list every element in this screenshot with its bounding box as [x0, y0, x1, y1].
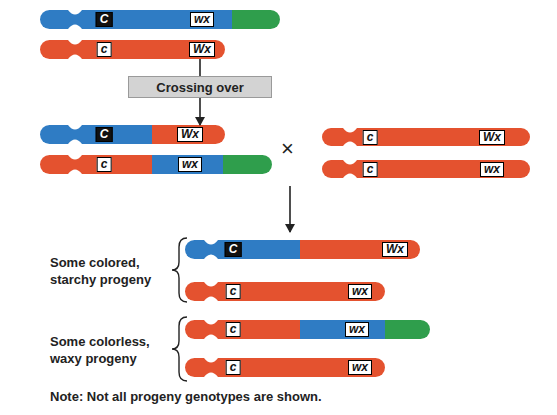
- centromere-notch: [68, 55, 82, 60]
- chromosome: c wx: [185, 320, 430, 339]
- centromere-notch: [204, 240, 218, 245]
- chromosome-body: [185, 358, 385, 377]
- chromosome-segment: [385, 320, 430, 339]
- centromere-notch: [68, 170, 82, 175]
- centromere-notch: [204, 373, 218, 378]
- allele-label: wx: [480, 162, 504, 177]
- chromosome: c wx: [322, 160, 530, 178]
- chromosome: c wx: [40, 155, 272, 174]
- allele-label: c: [97, 157, 112, 172]
- centromere-notch: [343, 160, 357, 165]
- chromosome: c wx: [185, 282, 385, 301]
- group-label: Some colorless, waxy progeny: [50, 333, 170, 367]
- chromosome-segment: [300, 320, 385, 339]
- chromosome-segment: [223, 155, 272, 174]
- chromosome-segment: [152, 155, 223, 174]
- chromosome-body: [322, 128, 530, 146]
- chromosome-segment: [40, 40, 225, 59]
- chromosome-segment: [40, 125, 152, 144]
- chromosome-segment: [185, 358, 385, 377]
- chromosome-segment: [185, 320, 300, 339]
- centromere-notch: [343, 128, 357, 133]
- centromere-notch: [343, 174, 357, 179]
- centromere-notch: [204, 282, 218, 287]
- chromosome-body: [40, 40, 225, 59]
- allele-label: C: [96, 127, 113, 142]
- allele-label: c: [97, 42, 112, 57]
- chromosome: Cwx: [40, 10, 280, 29]
- allele-label: wx: [178, 157, 202, 172]
- centromere-notch: [204, 358, 218, 363]
- chromosome-segment: [152, 125, 225, 144]
- chromosome-body: [40, 155, 272, 174]
- box-label: Crossing over: [156, 80, 243, 95]
- connector-line: [199, 59, 201, 76]
- process-box: Crossing over: [128, 76, 272, 98]
- chromosome-shape: [40, 155, 272, 174]
- allele-label: c: [226, 284, 241, 299]
- cross-result-arrow: [289, 186, 291, 232]
- chromosome-body: [40, 10, 280, 29]
- allele-label: Wx: [177, 127, 203, 142]
- chromosome-segment: [40, 155, 152, 174]
- chromosome-body: [185, 282, 385, 301]
- allele-label: wx: [345, 322, 369, 337]
- chromosome-segment: [185, 282, 385, 301]
- allele-label: wx: [348, 284, 372, 299]
- allele-label: C: [96, 12, 113, 27]
- chromosome-body: [40, 125, 225, 144]
- allele-label: Wx: [479, 130, 505, 145]
- chromosome-segment: [300, 240, 420, 259]
- chromosome: c Wx: [40, 40, 225, 59]
- centromere-notch: [68, 140, 82, 145]
- centromere-notch: [204, 297, 218, 302]
- cross-symbol: ×: [281, 136, 301, 162]
- allele-label: c: [363, 162, 378, 177]
- group-label: Some colored, starchy progeny: [50, 254, 170, 288]
- chromosome: c Wx: [322, 128, 530, 146]
- allele-label: c: [363, 130, 378, 145]
- centromere-notch: [68, 125, 82, 130]
- centromere-notch: [204, 320, 218, 325]
- note-text: Note: Not all progeny genotypes are show…: [50, 388, 450, 405]
- chromosome-segment: [40, 10, 232, 29]
- allele-label: C: [225, 242, 242, 257]
- allele-label: wx: [348, 360, 372, 375]
- centromere-notch: [68, 10, 82, 15]
- chromosome-shape: [185, 320, 430, 339]
- group-brace: [172, 317, 187, 381]
- centromere-notch: [68, 40, 82, 45]
- chromosome-segment: [322, 160, 530, 178]
- allele-label: Wx: [189, 42, 215, 57]
- centromere-notch: [68, 25, 82, 30]
- centromere-notch: [204, 335, 218, 340]
- chromosome-shape: [40, 10, 280, 29]
- allele-label: Wx: [382, 242, 408, 257]
- connector-line: [199, 98, 201, 125]
- chromosome-segment: [322, 128, 530, 146]
- allele-label: wx: [190, 12, 214, 27]
- centromere-notch: [68, 155, 82, 160]
- allele-label: c: [226, 360, 241, 375]
- chromosome: C Wx: [185, 240, 420, 259]
- chromosome-body: [185, 320, 430, 339]
- chromosome-body: [322, 160, 530, 178]
- chromosome-body: [185, 240, 420, 259]
- chromosome-segment: [232, 10, 280, 29]
- chromosome: c wx: [185, 358, 385, 377]
- chromosome: C Wx: [40, 125, 225, 144]
- centromere-notch: [204, 255, 218, 260]
- chromosome-segment: [185, 240, 300, 259]
- allele-label: c: [226, 322, 241, 337]
- group-brace: [172, 238, 187, 302]
- centromere-notch: [343, 142, 357, 147]
